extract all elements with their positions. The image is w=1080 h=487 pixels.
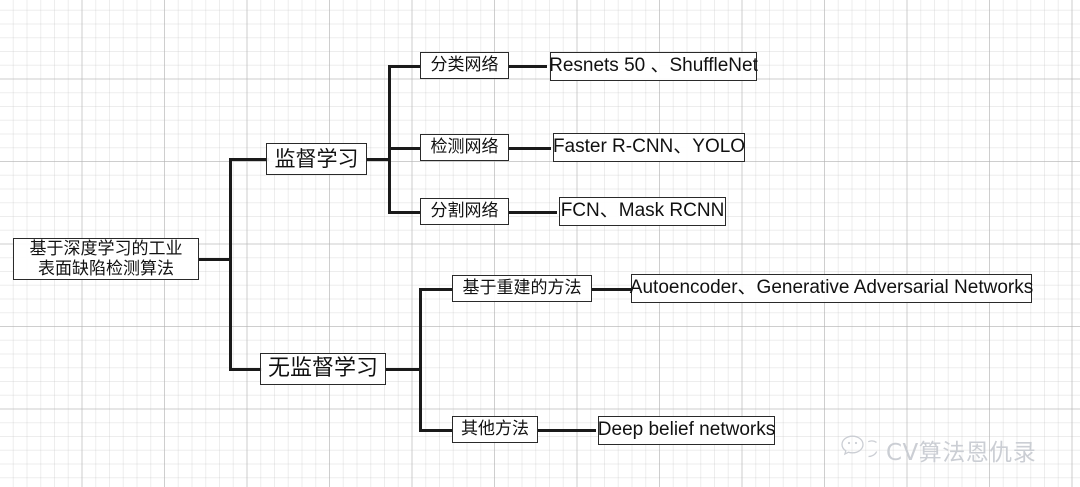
node-segmentation-network[interactable]: 分割网络 (420, 198, 509, 225)
connector-classification-detail (509, 65, 547, 68)
node-other-methods-detail[interactable]: Deep belief networks (598, 416, 775, 445)
connector-root-out (198, 258, 232, 261)
node-classification-network[interactable]: 分类网络 (420, 52, 509, 79)
connector-level1-spine (229, 158, 232, 371)
connector-to-detection (388, 147, 420, 150)
watermark-text: CV算法恩仇录 (886, 439, 1037, 466)
wechat-icon (838, 432, 880, 467)
node-other-methods[interactable]: 其他方法 (452, 416, 538, 443)
connector-reconstruction-detail (592, 288, 632, 291)
connector-to-supervised (229, 158, 269, 161)
connector-detection-detail (509, 147, 551, 150)
node-supervised-learning[interactable]: 监督学习 (266, 143, 367, 175)
watermark: CV算法恩仇录 (838, 432, 1036, 467)
connector-supervised-spine (388, 65, 391, 213)
node-segmentation-detail[interactable]: FCN、Mask RCNN (559, 197, 726, 226)
node-reconstruction-method[interactable]: 基于重建的方法 (452, 275, 592, 302)
connector-other-methods-detail (538, 429, 596, 432)
connector-to-classification (388, 65, 420, 68)
connector-to-reconstruction (419, 288, 453, 291)
connector-segmentation-detail (509, 211, 557, 214)
node-root-line1: 基于深度学习的工业 (29, 238, 183, 259)
connector-supervised-out (367, 158, 391, 161)
connector-unsupervised-spine (419, 288, 422, 431)
node-reconstruction-detail[interactable]: Autoencoder、Generative Adversarial Netwo… (630, 274, 1033, 303)
connector-unsupervised-out (386, 368, 422, 371)
connector-to-segmentation (388, 211, 420, 214)
connector-to-unsupervised (229, 368, 262, 371)
node-root[interactable]: 基于深度学习的工业 表面缺陷检测算法 (13, 238, 199, 280)
connector-to-other-methods (419, 429, 453, 432)
node-detection-detail[interactable]: Faster R-CNN、YOLO (553, 133, 745, 162)
node-detection-network[interactable]: 检测网络 (420, 134, 509, 161)
node-root-line2: 表面缺陷检测算法 (38, 259, 174, 279)
node-classification-detail[interactable]: Resnets 50 、ShuffleNet (549, 52, 758, 81)
node-unsupervised-learning[interactable]: 无监督学习 (260, 353, 386, 385)
